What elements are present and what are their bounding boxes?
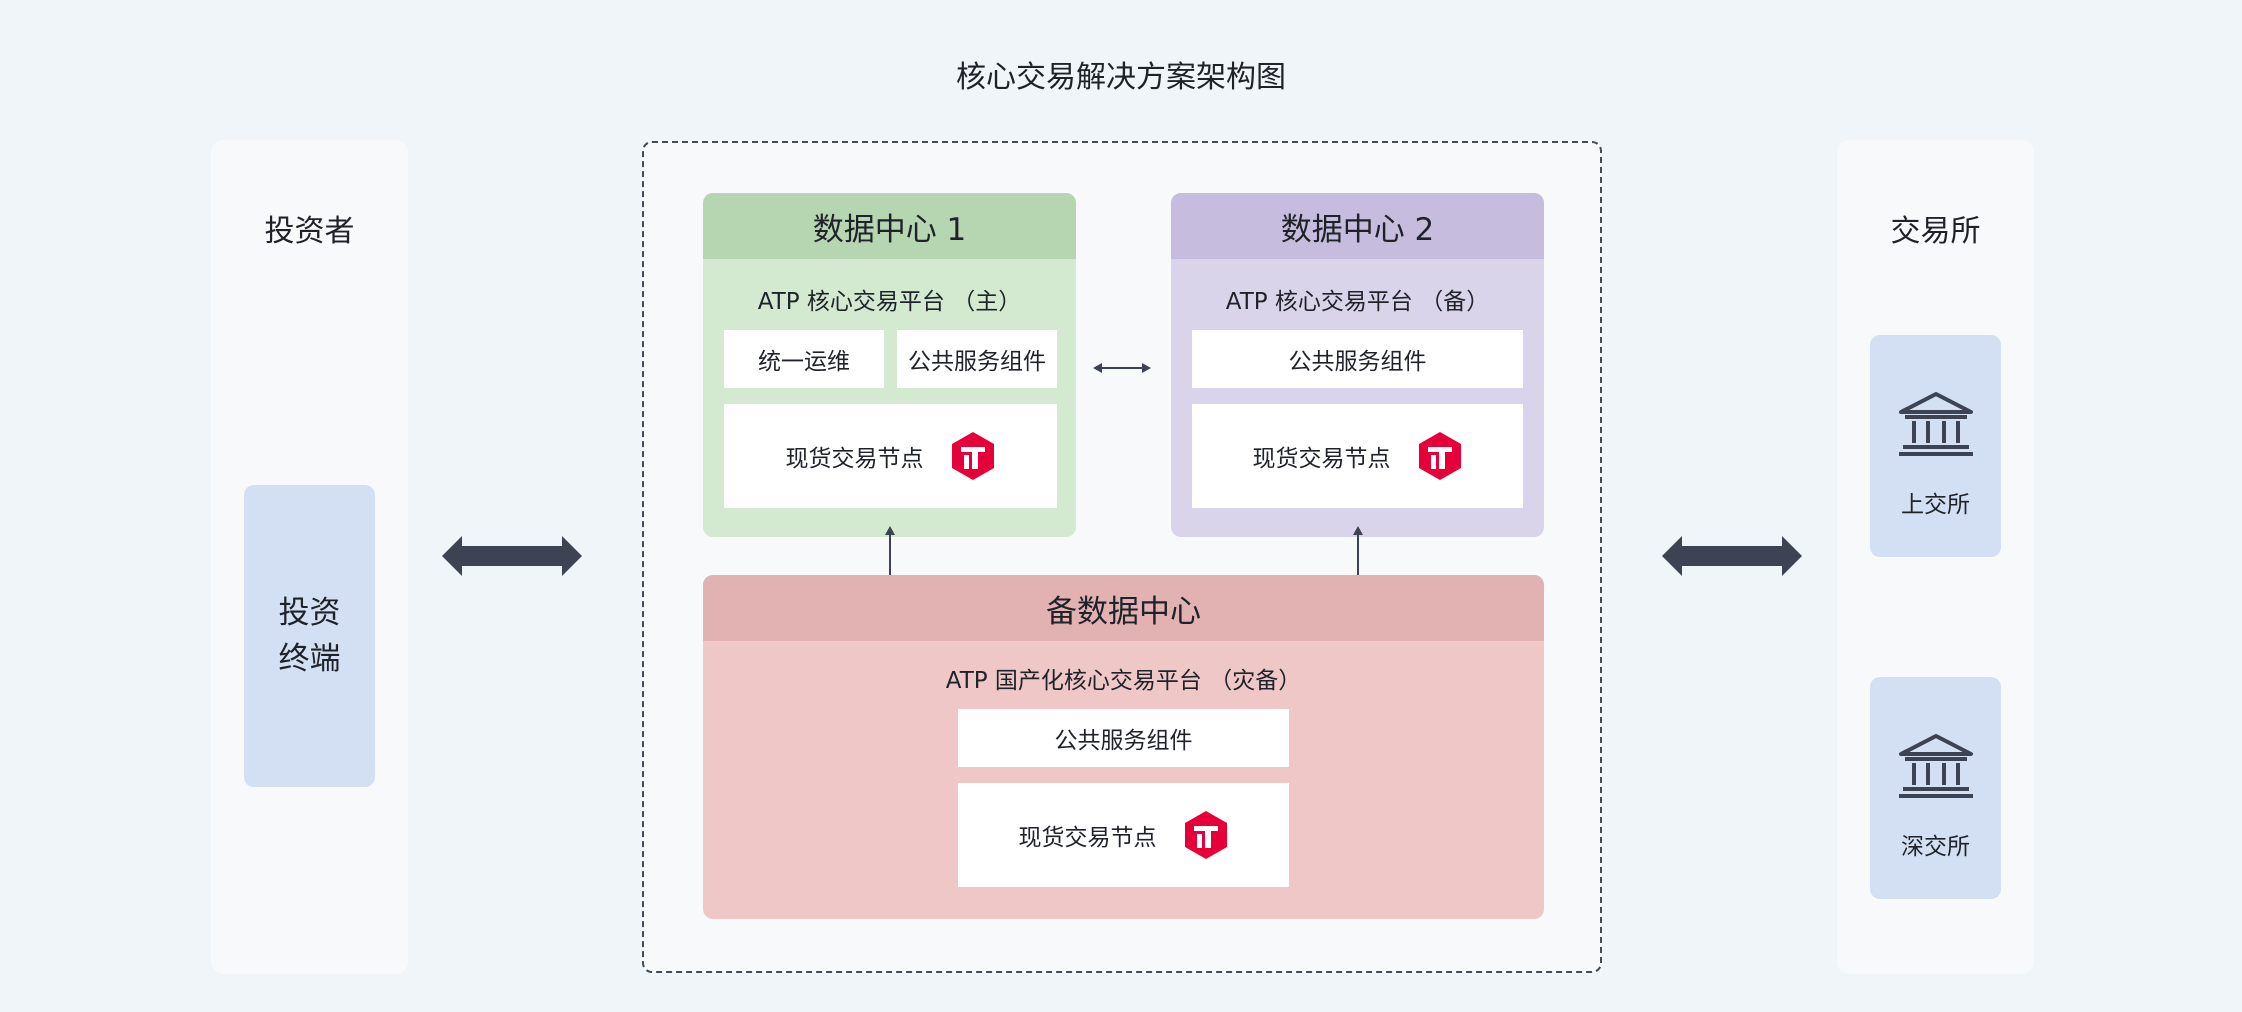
spot-node-label-dc2: 现货交易节点 <box>1252 446 1391 472</box>
common-service-box-dc2: 公共服务组件 <box>1192 330 1523 388</box>
spot-node-box-backup: 现货交易节点 <box>958 783 1289 887</box>
tdengine-logo-icon <box>1418 432 1461 480</box>
spot-node-box-dc1: 现货交易节点 <box>724 404 1057 508</box>
data-center-1: 数据中心 1 ATP 核心交易平台 （主） 统一运维 公共服务组件 现货交易节点 <box>703 193 1076 537</box>
common-service-box-dc1: 公共服务组件 <box>897 330 1057 388</box>
exchange-label-szse: 深交所 <box>1901 834 1970 860</box>
spot-node-box-dc2: 现货交易节点 <box>1192 404 1523 508</box>
common-service-box-backup: 公共服务组件 <box>958 709 1289 767</box>
data-center-2-platform: ATP 核心交易平台 （备） <box>1225 289 1490 315</box>
investor-connection-arrow <box>442 533 582 579</box>
spot-node-label-dc1: 现货交易节点 <box>785 446 924 472</box>
data-center-1-platform: ATP 核心交易平台 （主） <box>757 289 1022 315</box>
data-center-2-title: 数据中心 2 <box>1171 193 1544 259</box>
data-center-1-title: 数据中心 1 <box>703 193 1076 259</box>
backup-data-center-title: 备数据中心 <box>703 575 1544 641</box>
exchange-connection-arrow <box>1662 533 1802 579</box>
exchange-label-sse: 上交所 <box>1901 492 1970 518</box>
ops-box: 统一运维 <box>724 330 884 388</box>
tdengine-logo-icon <box>951 432 994 480</box>
tdengine-logo-icon <box>1184 811 1227 859</box>
bank-icon <box>1899 734 1973 798</box>
diagram-title: 核心交易解决方案架构图 <box>956 60 1286 95</box>
investor-terminal: 投资 终端 <box>244 485 375 787</box>
backup-data-center-platform: ATP 国产化核心交易平台 （灾备） <box>945 668 1302 694</box>
exchange-title: 交易所 <box>1890 214 1981 249</box>
investor-panel: 投资者 投资 终端 <box>211 140 408 974</box>
data-center-2: 数据中心 2 ATP 核心交易平台 （备） 公共服务组件 现货交易节点 <box>1171 193 1544 537</box>
investor-title: 投资者 <box>264 214 355 249</box>
bank-icon <box>1899 392 1973 456</box>
backup-data-center: 备数据中心 ATP 国产化核心交易平台 （灾备） 公共服务组件 现货交易节点 <box>703 575 1544 919</box>
spot-node-label-backup: 现货交易节点 <box>1018 825 1157 851</box>
investor-terminal-label: 投资 终端 <box>278 595 341 677</box>
dc-sync-arrow <box>1093 360 1151 376</box>
exchange-panel: 交易所 上交所 深交所 <box>1837 140 2034 974</box>
exchange-card-szse: 深交所 <box>1870 677 2001 899</box>
exchange-card-sse: 上交所 <box>1870 335 2001 557</box>
